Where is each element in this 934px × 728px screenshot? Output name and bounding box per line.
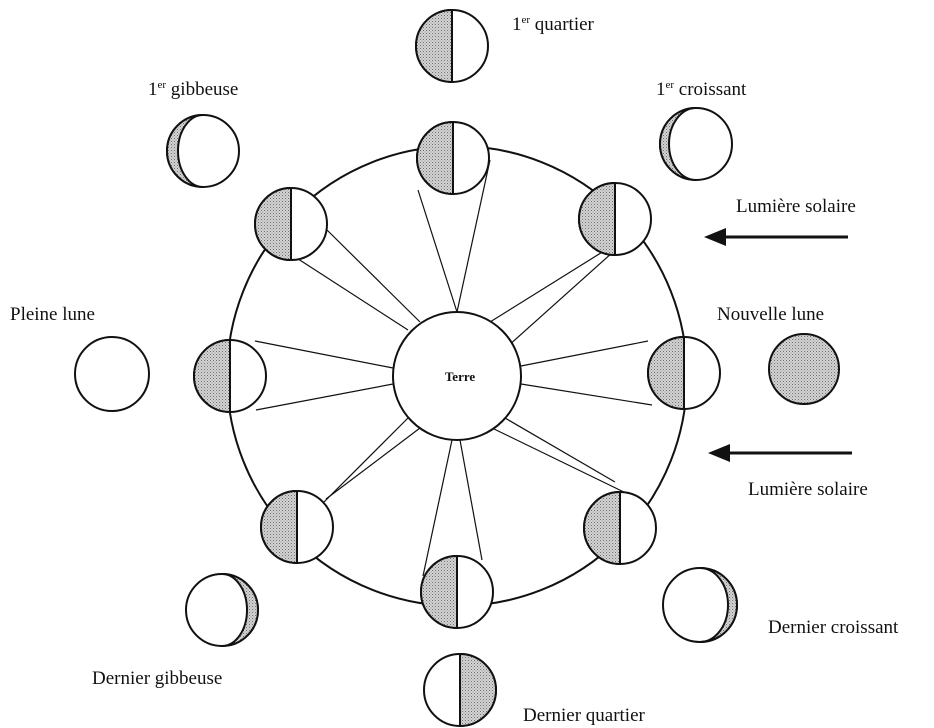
- sight-line: [417, 189, 458, 313]
- orbit-moon-bottom-left: [260, 489, 334, 565]
- earth-label: Terre: [445, 369, 476, 384]
- phase-first-gibbous-moon: [166, 114, 240, 188]
- label-first-crescent: 1er croissant: [656, 79, 747, 100]
- sight-line: [520, 383, 653, 406]
- label-sunlight-top: Lumière solaire: [736, 196, 856, 217]
- sight-line: [291, 254, 409, 331]
- sunlight-arrow-top: [704, 228, 848, 246]
- earth-circle: [392, 311, 522, 441]
- sight-line: [325, 228, 421, 323]
- sunlight-arrows: [704, 228, 852, 462]
- sight-line: [504, 417, 616, 483]
- phase-first-quarter-moon: [415, 8, 489, 84]
- label-new-moon: Nouvelle lune: [717, 304, 824, 325]
- label-first-gibbous: 1er gibbeuse: [148, 79, 238, 100]
- orbit-moon-right: [647, 335, 721, 411]
- label-last-crescent: Dernier croissant: [768, 617, 899, 638]
- label-last-quarter: Dernier quartier: [523, 705, 646, 726]
- orbit-moon-left: [193, 338, 267, 414]
- outer-moons: [74, 8, 840, 728]
- label-first-quarter: 1er quartier: [512, 14, 595, 35]
- orbit-moon-top-left: [254, 186, 328, 262]
- sight-line: [491, 427, 631, 496]
- sight-line: [456, 159, 491, 313]
- sight-line: [254, 340, 394, 369]
- orbit-moon-bottom-right: [583, 490, 657, 566]
- orbit-moon-top-right: [578, 181, 652, 257]
- phase-last-crescent-moon: [662, 567, 738, 643]
- sight-line: [489, 245, 613, 323]
- phase-full-moon: [74, 336, 150, 412]
- sunlight-arrow-bottom: [708, 444, 852, 462]
- phase-first-crescent-moon: [659, 107, 733, 181]
- sight-line: [325, 427, 421, 500]
- sight-line: [459, 439, 483, 561]
- sight-line: [422, 439, 453, 577]
- phase-last-gibbous-moon: [185, 573, 259, 647]
- label-sunlight-bottom: Lumière solaire: [748, 479, 868, 500]
- label-last-gibbous: Dernier gibbeuse: [92, 668, 222, 689]
- phase-new-moon: [768, 333, 840, 405]
- label-full-moon: Pleine lune: [10, 304, 95, 325]
- phase-last-quarter-moon: [423, 652, 497, 728]
- orbit-moon-bottom: [420, 554, 494, 630]
- sight-line: [255, 383, 394, 411]
- orbit-moon-top: [416, 120, 490, 196]
- orbit-moons: [193, 120, 721, 630]
- sight-line: [520, 340, 649, 367]
